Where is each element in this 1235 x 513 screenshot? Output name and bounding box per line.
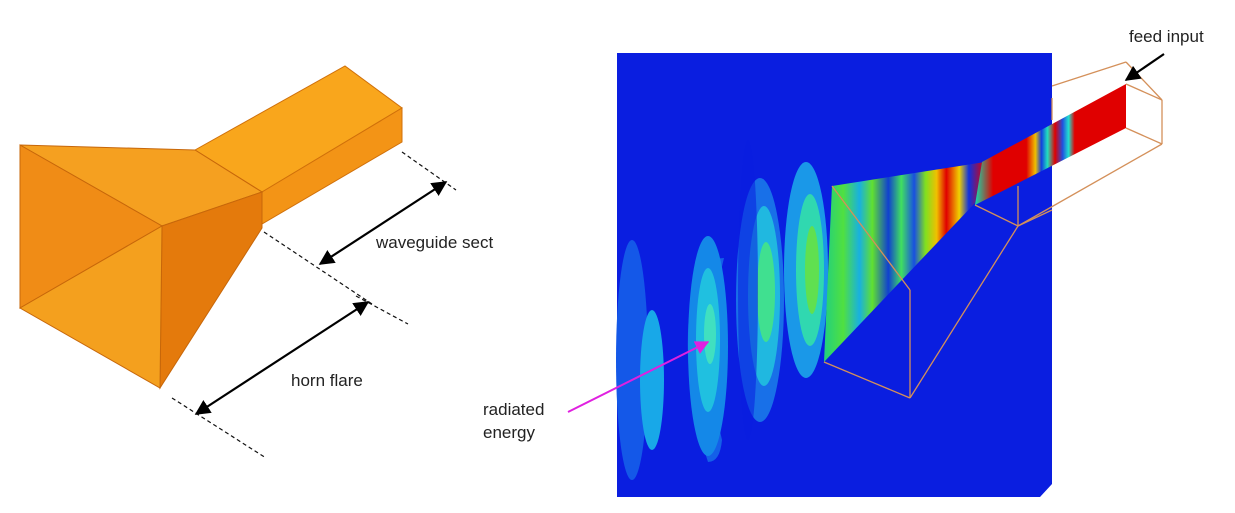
horn-model [18, 65, 403, 390]
dashed-guide-flare-bottom [171, 397, 267, 459]
dashed-guide-flare-outer [355, 295, 409, 325]
radiated-energy-label-line1: radiated [483, 400, 544, 419]
dashed-guide-waveguide-right [401, 151, 457, 191]
wavefront [704, 304, 716, 364]
dashed-guide-waveguide-left [263, 231, 373, 305]
horn-side-face [159, 191, 263, 390]
field-simulation [616, 53, 1163, 497]
horn-flare-dimension-arrow [194, 301, 370, 415]
waveguide-label: waveguide sect [375, 233, 493, 252]
feed-input-label: feed input [1129, 27, 1204, 46]
horn-aperture-lower [18, 225, 163, 389]
radiated-energy-arrow [567, 341, 710, 413]
wavefront [738, 140, 758, 440]
wavefronts [616, 140, 828, 480]
flare-field [824, 162, 985, 362]
wavefront [757, 242, 775, 342]
wireframe-right-edge [1017, 209, 1053, 227]
dimension-markers [171, 151, 457, 459]
radiated-energy-label-line2: energy [483, 423, 535, 442]
wavefront [805, 226, 819, 314]
waveguide-dimension-arrow [318, 181, 448, 265]
waveguide-field [975, 84, 1126, 205]
wavefront [616, 240, 648, 480]
feed-input-arrow [1124, 53, 1165, 81]
wavefront [640, 310, 664, 450]
horn-flare-label: horn flare [291, 371, 363, 390]
